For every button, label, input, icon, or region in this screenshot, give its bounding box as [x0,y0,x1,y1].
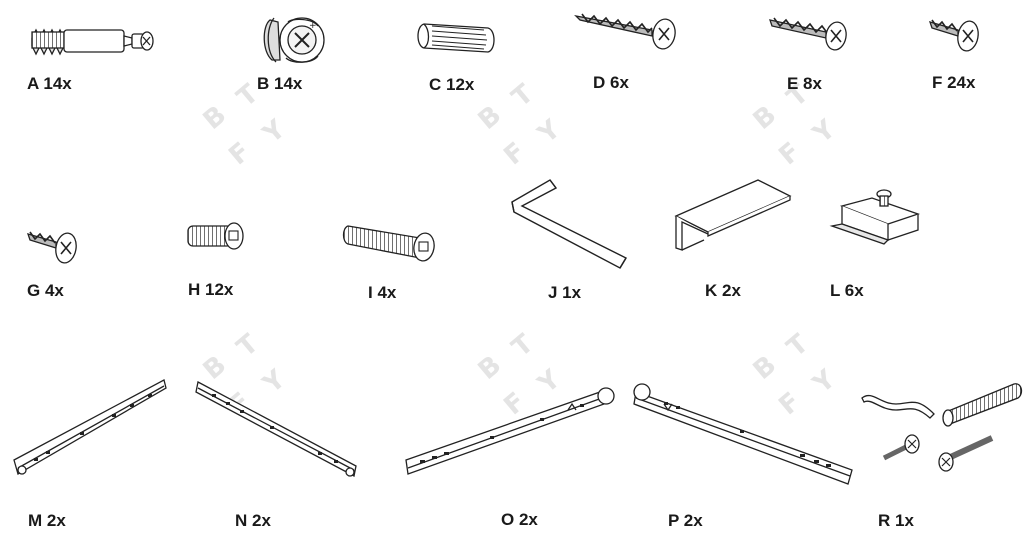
part-f-wood-screw [928,19,979,52]
part-n-drawer-runner [195,381,357,477]
part-g-wood-screw [26,231,77,264]
part-d-wood-screw [574,13,676,50]
label-part-g: G 4x [27,281,64,300]
part-b-cam-lock: + [263,17,325,63]
part-l-corner-block [829,189,921,245]
label-part-l: L 6x [830,281,864,300]
label-part-e: E 8x [787,74,822,93]
part-c-wooden-dowel [417,23,495,53]
label-part-o: O 2x [501,510,538,529]
part-p-slide-rail [633,383,853,485]
label-part-p: P 2x [668,511,703,530]
part-h-connector-bolt [187,222,244,250]
label-part-k: K 2x [705,281,741,300]
label-part-a: A 14x [27,74,72,93]
part-r-hanging-kit [861,383,1023,472]
label-part-h: H 12x [188,280,234,299]
label-part-f: F 24x [932,73,976,92]
label-part-d: D 6x [593,73,629,92]
part-m-drawer-runner [13,379,167,475]
part-k-handle-profile [674,179,792,251]
label-part-m: M 2x [28,511,66,530]
label-part-c: C 12x [429,75,475,94]
part-j-allen-key [511,179,627,269]
label-part-b: B 14x [257,74,303,93]
label-part-n: N 2x [235,511,271,530]
part-i-connector-bolt [342,225,435,262]
part-a-cam-bolt [31,28,154,56]
svg-text:+: + [309,21,317,31]
part-o-slide-rail [405,387,615,475]
label-part-r: R 1x [878,511,914,530]
label-part-j: J 1x [548,283,582,302]
label-part-i: I 4x [368,283,397,302]
part-e-wood-screw [769,17,847,51]
